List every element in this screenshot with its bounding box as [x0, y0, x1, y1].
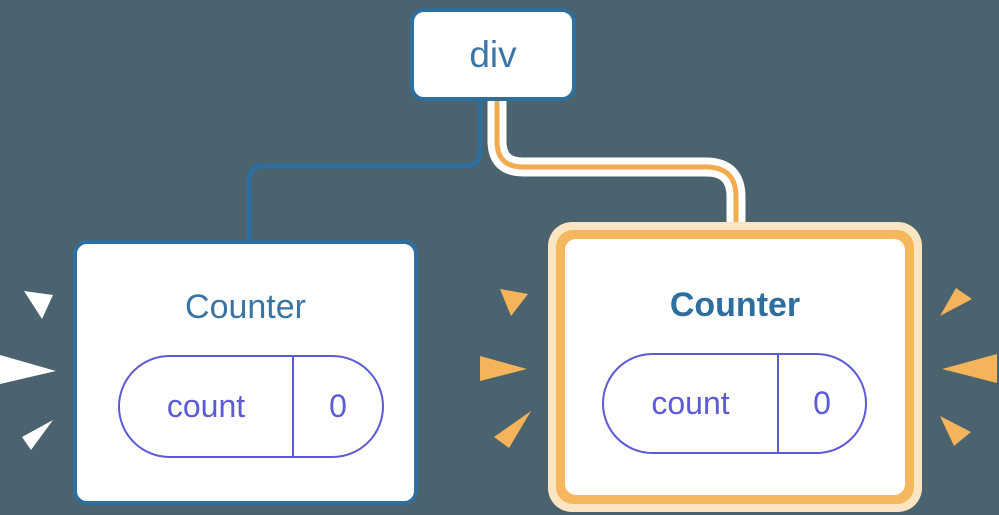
tree-node-div: div — [410, 8, 576, 101]
spark-icon — [942, 354, 997, 383]
counter-card-right-highlighted: Counter count 0 — [548, 222, 922, 512]
state-pill: count 0 — [118, 355, 384, 458]
burst-sparks-orange-right — [940, 288, 997, 446]
counter-title: Counter — [669, 286, 801, 324]
spark-icon — [940, 288, 972, 316]
node-label: div — [469, 34, 517, 75]
state-pill: count 0 — [602, 353, 867, 454]
counter-title: Counter — [185, 288, 306, 326]
spark-icon — [0, 355, 56, 384]
spark-icon — [940, 416, 971, 446]
state-key: count — [166, 388, 246, 424]
spark-icon — [480, 356, 527, 381]
burst-sparks-orange-left — [480, 289, 531, 448]
state-value: 0 — [292, 357, 382, 456]
connector-right-line — [494, 98, 739, 232]
state-value: 0 — [777, 355, 865, 452]
burst-sparks-white — [0, 291, 56, 450]
spark-icon — [500, 289, 528, 316]
connector-left-line — [246, 100, 483, 244]
spark-icon — [494, 411, 531, 448]
state-key: count — [651, 385, 730, 421]
counter-card-left: Counter count 0 — [73, 240, 418, 505]
spark-icon — [24, 291, 53, 319]
spark-icon — [22, 420, 53, 450]
